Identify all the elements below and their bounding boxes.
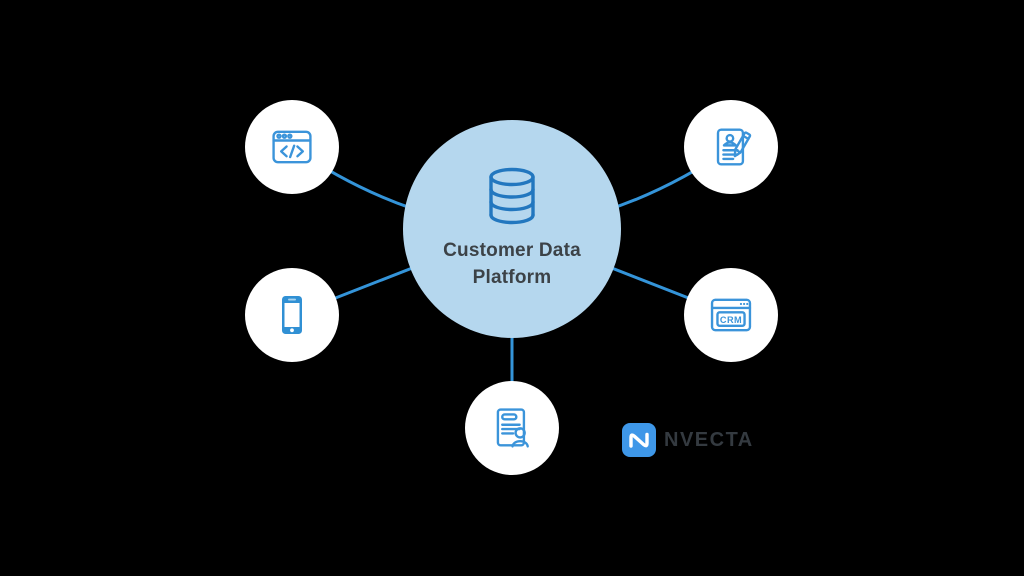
node-document-edit <box>684 100 778 194</box>
mobile-phone-icon <box>282 296 302 334</box>
node-web-code <box>245 100 339 194</box>
node-crm: CRM <box>684 268 778 362</box>
customer-record-icon <box>496 408 529 448</box>
node-mobile <box>245 268 339 362</box>
center-node-customer-data-platform: Customer Data Platform <box>403 120 621 338</box>
nvecta-logo: NVECTA <box>622 423 754 457</box>
code-browser-icon <box>272 130 312 164</box>
nvecta-logo-text: NVECTA <box>664 428 754 451</box>
database-icon <box>489 167 535 225</box>
nvecta-wave-icon <box>622 423 656 457</box>
center-node-label: Customer Data Platform <box>443 240 581 288</box>
crm-label: CRM <box>720 315 742 325</box>
crm-browser-icon: CRM <box>710 298 752 332</box>
contact-form-edit-icon <box>716 128 752 166</box>
node-customer-record <box>465 381 559 475</box>
